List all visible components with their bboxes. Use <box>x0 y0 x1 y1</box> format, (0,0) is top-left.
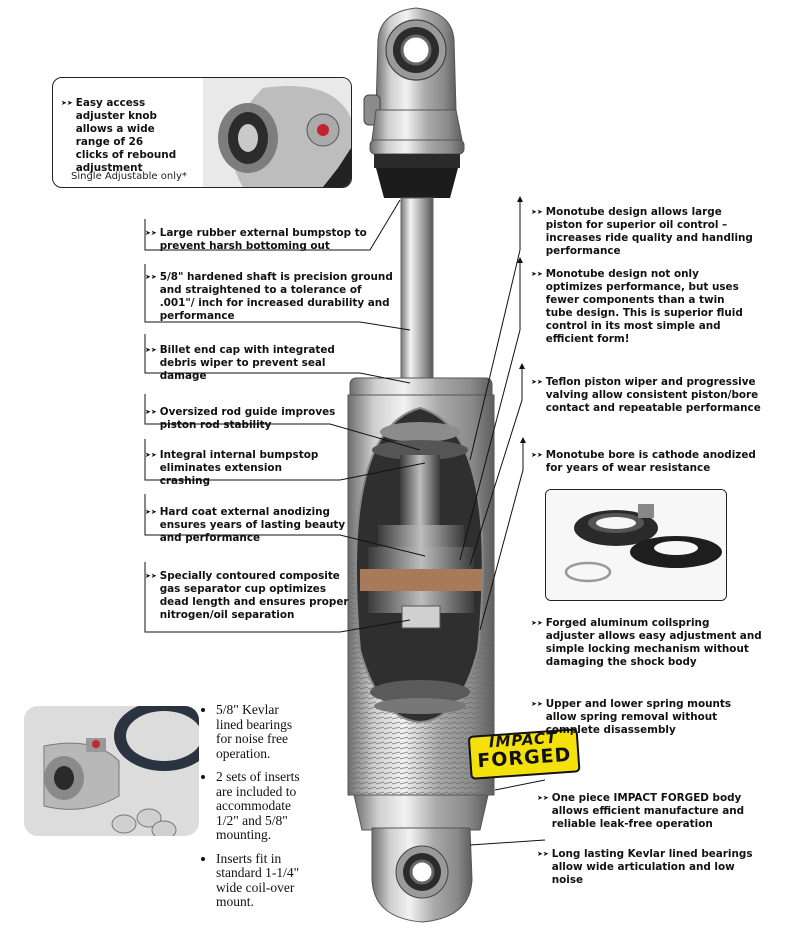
arrow-bullet-icon: ➤➤ <box>531 270 543 278</box>
callout-monotube-fewer-components: ➤➤Monotube design not only optimizes per… <box>531 255 743 346</box>
bearing-feature-item: 2 sets of inserts are included to accomm… <box>216 769 342 843</box>
callout-kevlar-bearings-text: Long lasting Kevlar lined bearings allow… <box>551 848 753 886</box>
callout-rubber-bumpstop-text: Large rubber external bumpstop to preven… <box>159 227 367 252</box>
callout-internal-bumpstop: ➤➤Integral internal bumpstop eliminates … <box>145 436 318 488</box>
bearing-photo <box>24 706 199 836</box>
callout-rubber-bumpstop: ➤➤Large rubber external bumpstop to prev… <box>145 214 367 253</box>
callout-separator-cup-text: Specially contoured composite gas separa… <box>159 570 349 621</box>
callout-spring-mounts: ➤➤Upper and lower spring mounts allow sp… <box>531 685 731 737</box>
bearing-feature-item: 5/8" Kevlar lined bearings for noise fre… <box>216 702 342 761</box>
badge-line-2: FORGED <box>476 743 573 773</box>
arrow-bullet-icon: ➤➤ <box>531 619 543 627</box>
arrow-bullet-icon: ➤➤ <box>145 572 157 580</box>
arrow-bullet-icon: ➤➤ <box>537 794 549 802</box>
callout-hardened-shaft-text: 5/8" hardened shaft is precision ground … <box>159 271 393 322</box>
callout-impact-forged-body-text: One piece IMPACT FORGED body allows effi… <box>551 792 745 830</box>
callout-coilspring-adjuster-text: Forged aluminum coilspring adjuster allo… <box>545 617 762 668</box>
callout-hard-coat-text: Hard coat external anodizing ensures yea… <box>159 506 346 544</box>
callout-spring-mounts-text: Upper and lower spring mounts allow spri… <box>545 698 732 736</box>
callout-teflon-wiper-text: Teflon piston wiper and progressive valv… <box>545 376 761 414</box>
callout-monotube-large-piston-text: Monotube design allows large piston for … <box>545 206 753 257</box>
callout-monotube-fewer-components-text: Monotube design not only optimizes perfo… <box>545 268 743 345</box>
callout-separator-cup: ➤➤Specially contoured composite gas sepa… <box>145 557 349 622</box>
arrow-bullet-icon: ➤➤ <box>531 451 543 459</box>
top-eye-mount <box>363 7 465 198</box>
callout-rod-guide: ➤➤Oversized rod guide improves piston ro… <box>145 393 335 432</box>
bearing-feature-item: Inserts fit in standard 1-1/4" wide coil… <box>216 851 342 910</box>
adjuster-inset-note: Single Adjustable only* <box>71 171 187 182</box>
adjuster-inset-desc: Easy access adjuster knob allows a wide … <box>75 97 177 174</box>
adjuster-knob-photo <box>203 78 351 187</box>
bearing-features-list: 5/8" Kevlar lined bearings for noise fre… <box>202 702 342 919</box>
callout-cathode-anodized: ➤➤Monotube bore is cathode anodized for … <box>531 436 756 475</box>
callout-teflon-wiper: ➤➤Teflon piston wiper and progressive va… <box>531 363 761 415</box>
callout-hardened-shaft: ➤➤5/8" hardened shaft is precision groun… <box>145 258 393 323</box>
arrow-bullet-icon: ➤➤ <box>531 700 543 708</box>
arrow-bullet-icon: ➤➤ <box>145 408 157 416</box>
callout-hard-coat: ➤➤Hard coat external anodizing ensures y… <box>145 493 345 545</box>
arrow-bullet-icon: ➤➤ <box>145 229 157 237</box>
bottom-eye-mount <box>371 827 473 923</box>
callout-impact-forged-body: ➤➤One piece IMPACT FORGED body allows ef… <box>537 779 744 831</box>
coilspring-adjuster-photo <box>546 490 726 600</box>
callout-rod-guide-text: Oversized rod guide improves piston rod … <box>159 406 336 431</box>
callout-monotube-large-piston: ➤➤Monotube design allows large piston fo… <box>531 193 753 258</box>
left-leader-lines <box>144 199 426 633</box>
arrow-bullet-icon: ➤➤ <box>531 208 543 216</box>
adjuster-inset-text: ➤➤Easy access adjuster knob allows a wid… <box>61 84 176 175</box>
callout-internal-bumpstop-text: Integral internal bumpstop eliminates ex… <box>159 449 319 487</box>
arrow-bullet-icon: ➤➤ <box>145 273 157 281</box>
arrow-bullet-icon: ➤➤ <box>61 99 73 107</box>
shock-body <box>347 377 495 831</box>
adjuster-inset: ➤➤Easy access adjuster knob allows a wid… <box>52 77 352 188</box>
arrow-bullet-icon: ➤➤ <box>537 850 549 858</box>
impact-forged-badge <box>468 728 581 780</box>
arrow-bullet-icon: ➤➤ <box>145 451 157 459</box>
callout-cathode-anodized-text: Monotube bore is cathode anodized for ye… <box>545 449 756 474</box>
callout-billet-end-cap-text: Billet end cap with integrated debris wi… <box>159 344 335 382</box>
callout-coilspring-adjuster: ➤➤Forged aluminum coilspring adjuster al… <box>531 604 762 669</box>
right-leader-lines <box>459 199 546 846</box>
piston-rod <box>400 197 434 381</box>
callout-kevlar-bearings: ➤➤Long lasting Kevlar lined bearings all… <box>537 835 753 887</box>
right-leader-arrows <box>517 196 526 443</box>
arrow-bullet-icon: ➤➤ <box>145 346 157 354</box>
arrow-bullet-icon: ➤➤ <box>145 508 157 516</box>
coilspring-adjuster-inset <box>545 489 727 601</box>
bearing-photo-inset <box>24 706 199 836</box>
callout-billet-end-cap: ➤➤Billet end cap with integrated debris … <box>145 331 335 383</box>
arrow-bullet-icon: ➤➤ <box>531 378 543 386</box>
